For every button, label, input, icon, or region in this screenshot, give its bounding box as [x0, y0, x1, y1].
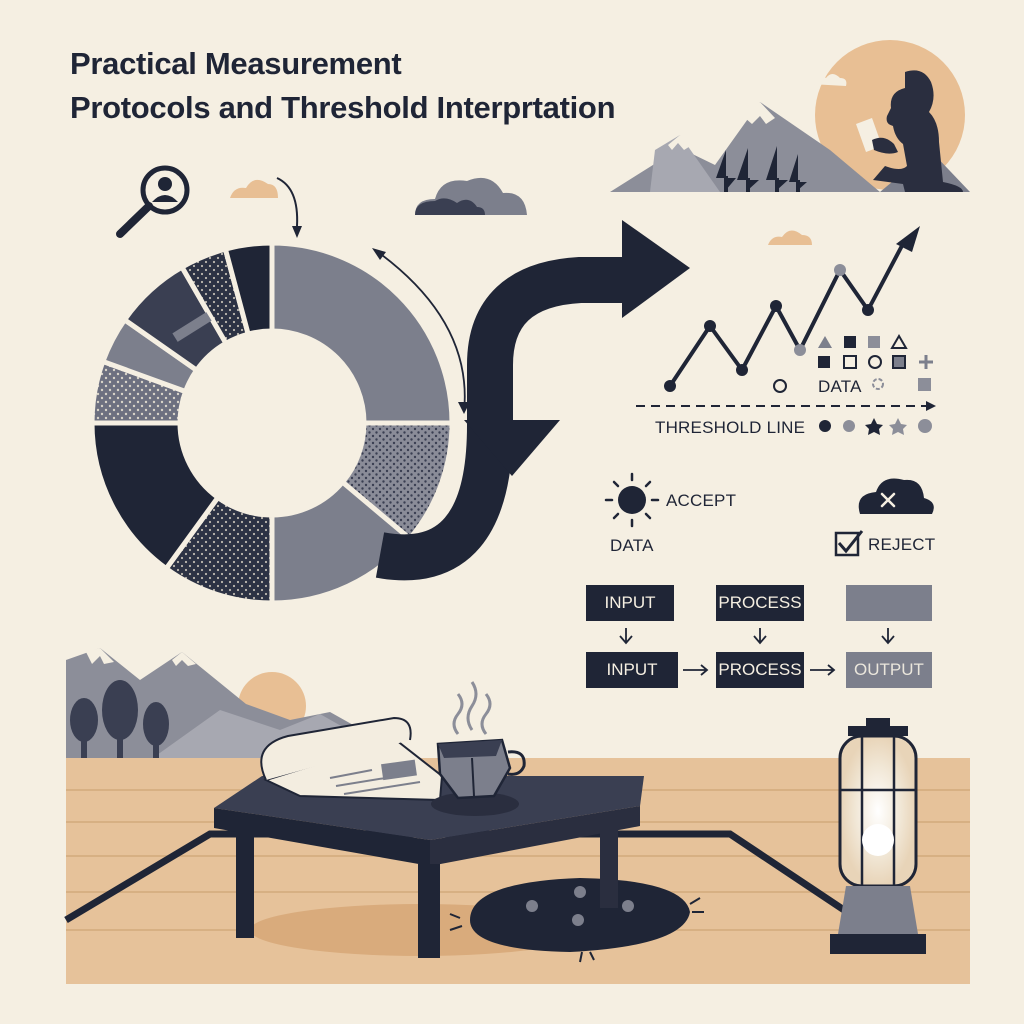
- donut-segment: [222, 240, 275, 338]
- lantern-icon: [830, 718, 926, 954]
- reading-person-scene: [610, 40, 970, 192]
- flow-input-box-2: INPUT: [586, 652, 678, 688]
- chart-data-label: DATA: [818, 377, 862, 396]
- sun-icon: [604, 472, 660, 528]
- cloud-icon: [230, 179, 278, 198]
- search-person-icon: [116, 165, 190, 238]
- flow-process-box-1: PROCESS: [716, 585, 804, 621]
- reject-label: REJECT: [868, 535, 936, 554]
- decision-data-label: DATA: [610, 536, 654, 555]
- bottom-scene: [64, 648, 970, 984]
- cloud-icon: [768, 230, 812, 245]
- donut-accent: [172, 312, 212, 342]
- donut-segment: [269, 240, 455, 426]
- threshold-line-label: THRESHOLD LINE: [655, 418, 806, 437]
- accept-label: ACCEPT: [666, 491, 737, 510]
- flow-input-box-1: INPUT: [586, 585, 674, 621]
- flow-blank-box: [846, 585, 932, 621]
- title-line-1: Practical Measurement: [70, 46, 402, 81]
- flow-arrows: [619, 628, 895, 676]
- title-line-2: Protocols and Threshold Interprtation: [70, 90, 616, 125]
- flow-process-box-2: PROCESS: [716, 652, 804, 688]
- donut-chart: [89, 240, 455, 606]
- flow-output-box: OUTPUT: [846, 652, 932, 688]
- page-title: Practical Measurement Protocols and Thre…: [70, 42, 616, 130]
- line-chart: [636, 226, 936, 435]
- cloud-x-icon: [858, 478, 934, 514]
- donut-segment: [89, 420, 222, 573]
- checkbox-icon: [834, 530, 864, 557]
